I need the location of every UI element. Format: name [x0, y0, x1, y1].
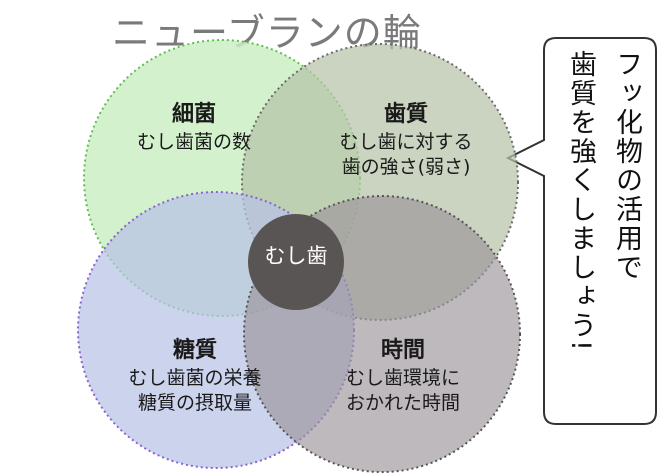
callout-text-1: フッ化物の活用で [611, 50, 642, 282]
heading-bacteria: 細菌 [171, 102, 216, 127]
desc-tooth-2: 歯の強さ(弱さ) [341, 156, 471, 178]
heading-sugar: 糖質 [172, 338, 217, 363]
desc-time-2: おかれた時間 [345, 392, 460, 414]
label-sugar: 糖質 むし歯菌の栄養 糖質の摂取量 [100, 336, 290, 416]
desc-sugar-2: 糖質の摂取量 [137, 392, 252, 414]
center-disc [248, 214, 344, 310]
desc-tooth-1: むし歯に対する [339, 131, 473, 153]
desc-sugar-1: むし歯菌の栄養 [128, 367, 262, 389]
heading-tooth: 歯質 [383, 102, 428, 127]
callout-text-2: 歯質を強くしましょう! [565, 50, 596, 353]
label-time: 時間 むし歯環境に おかれた時間 [308, 336, 498, 416]
label-bacteria: 細菌 むし歯菌の数 [104, 100, 284, 155]
desc-time-1: むし歯環境に [345, 367, 460, 389]
desc-bacteria-1: むし歯菌の数 [136, 131, 251, 153]
center-label: むし歯 [264, 244, 328, 268]
label-tooth: 歯質 むし歯に対する 歯の強さ(弱さ) [306, 100, 506, 180]
heading-time: 時間 [380, 338, 425, 363]
callout-bubble [505, 37, 657, 425]
